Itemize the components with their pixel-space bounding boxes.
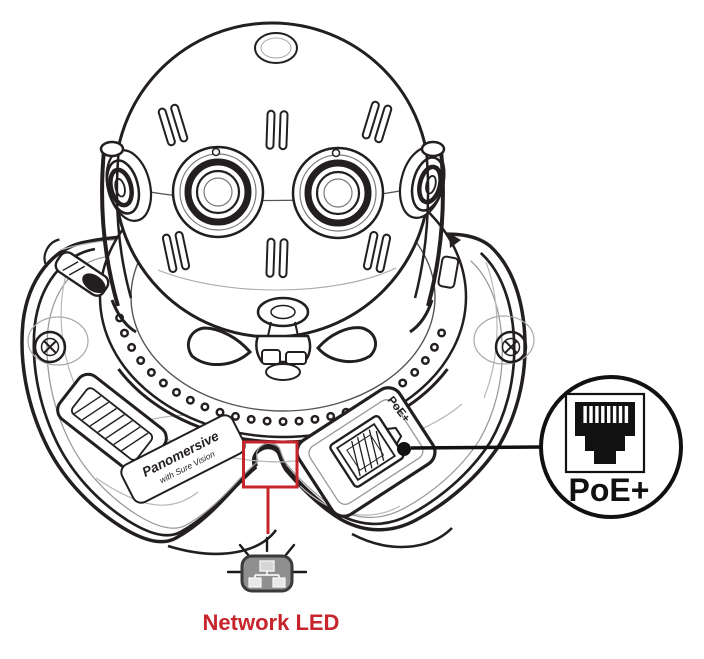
gimbal-mechanism bbox=[187, 296, 378, 381]
lens-front-right bbox=[291, 146, 385, 240]
base-wall-line bbox=[32, 247, 516, 537]
poe-callout: PoE+ bbox=[397, 375, 683, 519]
yoke-arm-right bbox=[409, 140, 461, 334]
base-screw-right bbox=[473, 315, 535, 365]
plate-hole-ring-centers bbox=[117, 315, 449, 424]
network-led-icon bbox=[226, 536, 308, 593]
poe-callout-label: PoE+ bbox=[569, 472, 650, 508]
terminal-block bbox=[56, 372, 168, 476]
brand-panel: Panomersive with Sure Vision bbox=[120, 414, 246, 504]
rj45-jack-icon bbox=[575, 402, 635, 464]
poe-callout-line bbox=[410, 445, 543, 450]
base-screw-left bbox=[27, 316, 89, 366]
poe-callout-anchor-dot bbox=[397, 442, 411, 456]
trim-ring-right bbox=[351, 527, 453, 549]
head-top-hole bbox=[254, 32, 298, 64]
trim-ring-left bbox=[167, 529, 278, 556]
yoke-arm-left bbox=[99, 140, 137, 334]
network-led-label: Network LED bbox=[203, 610, 340, 635]
terminal-block-hatch bbox=[74, 395, 149, 452]
tilt-wedge-left bbox=[187, 326, 253, 367]
conduit-connector bbox=[43, 238, 110, 297]
alignment-arrow bbox=[449, 233, 461, 248]
led-glow-rays bbox=[226, 536, 308, 574]
lens-front-left bbox=[171, 145, 265, 239]
ethernet-port bbox=[295, 386, 437, 518]
lan-glyph bbox=[248, 560, 286, 588]
tilt-wedge-right bbox=[316, 326, 378, 364]
lens-index-dot-left bbox=[211, 147, 221, 157]
network-led-highlight-box bbox=[242, 440, 299, 489]
vent-slots bbox=[157, 100, 393, 279]
network-led-annotation: Network LED bbox=[203, 440, 340, 635]
base-foot-line bbox=[46, 256, 503, 529]
lens-index-dot-right bbox=[331, 148, 341, 158]
head-lower-seam bbox=[157, 267, 397, 291]
